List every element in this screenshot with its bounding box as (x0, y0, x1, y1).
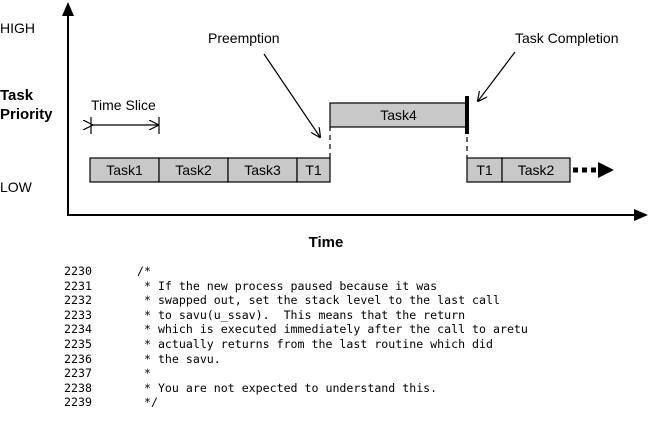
code-line: 2234 * which is executed immediately aft… (64, 322, 528, 337)
code-text: */ (137, 395, 158, 410)
line-number: 2236 (64, 351, 92, 366)
code-text: * You are not expected to understand thi… (137, 380, 438, 395)
y-axis-title-line2: Priority (0, 106, 53, 123)
line-number: 2230 (64, 264, 92, 278)
task-label-task2: Task2 (175, 162, 212, 178)
code-line: 2233 * to savu(u_ssav). This means that … (64, 308, 528, 323)
line-number: 2237 (64, 366, 92, 381)
y-axis-title-line1: Task (0, 87, 34, 104)
task-label-task2-resumed: Task2 (518, 162, 555, 178)
code-text: * which is executed immediately after th… (137, 322, 528, 337)
task-bar-task3 (227, 157, 298, 183)
low-label: LOW (0, 179, 33, 195)
task-completion-arrow (478, 51, 516, 101)
code-text: * If the new process paused because it w… (137, 278, 438, 293)
line-number: 2238 (64, 380, 92, 395)
line-number: 2234 (64, 322, 92, 337)
task-bar-t1-resumed (466, 157, 503, 183)
code-line: 2235 * actually returns from the last ro… (64, 337, 528, 352)
task-label-task4: Task4 (380, 107, 417, 123)
code-text: * to savu(u_ssav). This means that the r… (137, 307, 466, 322)
code-text: * (137, 366, 151, 381)
code-text: /* (137, 264, 151, 278)
code-line: 2239 */ (64, 395, 528, 410)
high-label: HIGH (0, 20, 35, 36)
line-number: 2235 (64, 336, 92, 351)
preemption-label: Preemption (208, 30, 280, 46)
code-text: * the savu. (137, 351, 221, 366)
code-line: 2232 * swapped out, set the stack level … (64, 293, 528, 308)
x-axis-title: Time (309, 234, 344, 251)
code-line: 2231 * If the new process paused because… (64, 279, 528, 294)
task-label-t1-resumed: T1 (476, 162, 493, 178)
time-slice-label: Time Slice (91, 97, 156, 113)
code-listing: 2230/*2231 * If the new process paused b… (64, 264, 528, 410)
line-number: 2233 (64, 307, 92, 322)
priority-diagram: HIGH Task Priority LOW Time Time Slice P… (0, 2, 648, 251)
task-label-task1: Task1 (106, 162, 143, 178)
continuation-arrowhead (598, 162, 614, 178)
code-line: 2230 /* (64, 264, 528, 279)
code-line: 2236 * the savu. (64, 352, 528, 367)
line-number: 2232 (64, 293, 92, 308)
code-text: * swapped out, set the stack level to th… (137, 293, 500, 308)
y-axis-arrowhead (62, 2, 74, 16)
code-line: 2237 * (64, 366, 528, 381)
code-line: 2238 * You are not expected to understan… (64, 381, 528, 396)
task-bar-task2-resumed (501, 157, 571, 183)
line-number: 2239 (64, 395, 92, 410)
task-completion-label: Task Completion (515, 30, 619, 46)
preemption-arrow (263, 53, 320, 137)
task-bar-t1 (296, 157, 331, 183)
code-text: * actually returns from the last routine… (137, 336, 493, 351)
x-axis-arrowhead (634, 209, 648, 221)
task-label-task3: Task3 (244, 162, 281, 178)
task-label-t1: T1 (305, 162, 322, 178)
line-number: 2231 (64, 278, 92, 293)
